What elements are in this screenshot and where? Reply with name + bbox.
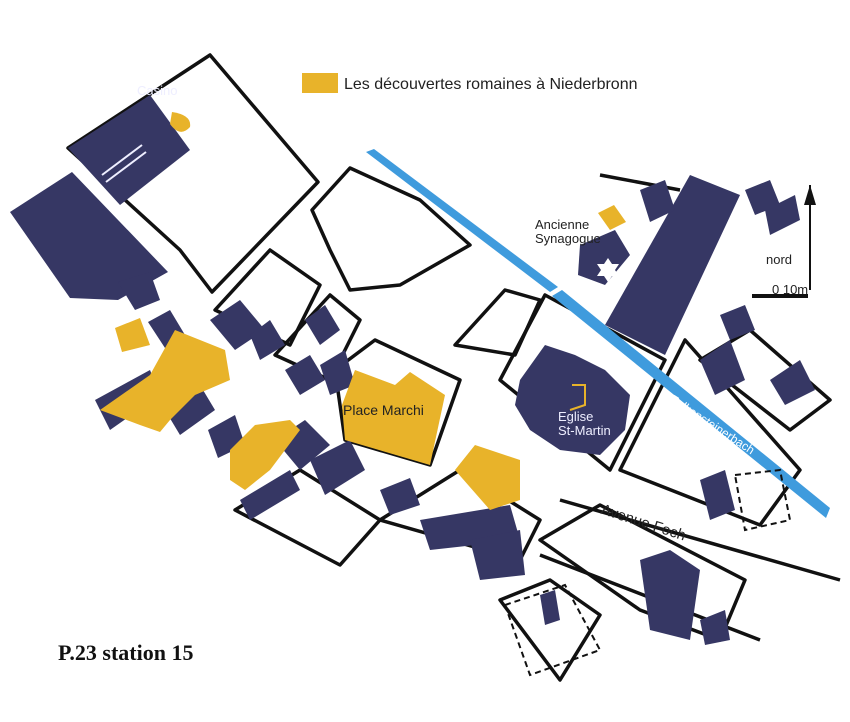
building-mid-5 — [320, 350, 355, 395]
block-south-west — [233, 468, 382, 567]
roman-site-west-large — [100, 330, 230, 432]
dashed-plot-east — [733, 468, 792, 532]
roman-site-small-west — [115, 318, 150, 352]
roman-site-synagogue — [598, 205, 626, 230]
stream-segment-lower — [552, 290, 830, 518]
casino-label: Casino — [137, 83, 178, 98]
building-mid-4 — [305, 305, 340, 345]
building-south-8 — [470, 530, 525, 580]
building-avenue-1 — [640, 550, 700, 640]
block-place-marchi — [333, 338, 462, 467]
roman-site-casino — [170, 112, 191, 132]
roman-site-church-south — [455, 445, 520, 510]
building-church — [515, 345, 630, 455]
block-bottom — [498, 578, 602, 682]
building-south-6 — [380, 478, 420, 515]
block-north-center — [453, 288, 542, 357]
synagogue-label-line2: Synagogue — [535, 231, 601, 246]
church-label-line2: St-Martin — [558, 423, 611, 438]
stream — [366, 149, 830, 518]
scale-bar — [752, 294, 808, 298]
street-line-2 — [559, 498, 841, 582]
building-east-7 — [700, 470, 735, 520]
north-arrow-icon — [804, 185, 816, 290]
star-of-david-icon — [597, 258, 619, 282]
building-avenue-2 — [700, 610, 730, 645]
place-marchi-label: Place Marchi — [343, 402, 424, 418]
buildings — [10, 95, 815, 645]
building-east-4 — [720, 305, 755, 340]
dashed-plot-bottom — [503, 583, 602, 677]
block-casino — [66, 53, 320, 294]
building-east-6 — [770, 360, 815, 405]
north-label: nord — [766, 252, 793, 267]
church-apse-outline — [569, 384, 586, 411]
church-label-line1: Eglise — [558, 409, 594, 424]
building-south-1 — [165, 385, 215, 435]
building-east-5 — [700, 340, 745, 395]
block-east-right — [698, 328, 832, 432]
building-west-large — [10, 172, 168, 300]
building-south-5 — [310, 440, 365, 495]
building-long-east — [605, 175, 740, 355]
building-east-3 — [765, 195, 800, 235]
roman-site-south — [230, 420, 300, 490]
casino-stripes — [101, 144, 147, 183]
roman-site-place-marchi — [342, 370, 445, 465]
building-east-1 — [640, 180, 675, 222]
building-south-3 — [240, 470, 300, 520]
stream-segment-upper — [366, 149, 558, 292]
dashed-plots — [503, 468, 792, 677]
building-mid-2 — [250, 320, 285, 360]
building-bottom-small — [540, 590, 560, 625]
page-caption: P.23 station 15 — [58, 640, 194, 665]
building-mid-3 — [285, 355, 325, 395]
block-north-west — [310, 166, 472, 292]
building-west-2 — [118, 272, 160, 310]
building-casino — [68, 95, 190, 205]
synagogue-label-line1: Ancienne — [535, 217, 590, 232]
legend-label: Les découvertes romaines à Niederbronn — [344, 76, 638, 93]
building-synagogue — [578, 230, 630, 285]
street-line-3 — [599, 173, 681, 192]
block-avenue-south — [538, 503, 747, 642]
scale-label: 0 10m — [772, 282, 809, 297]
building-east-2 — [745, 180, 780, 215]
roman-sites — [100, 112, 626, 510]
legend-swatch — [302, 73, 338, 93]
